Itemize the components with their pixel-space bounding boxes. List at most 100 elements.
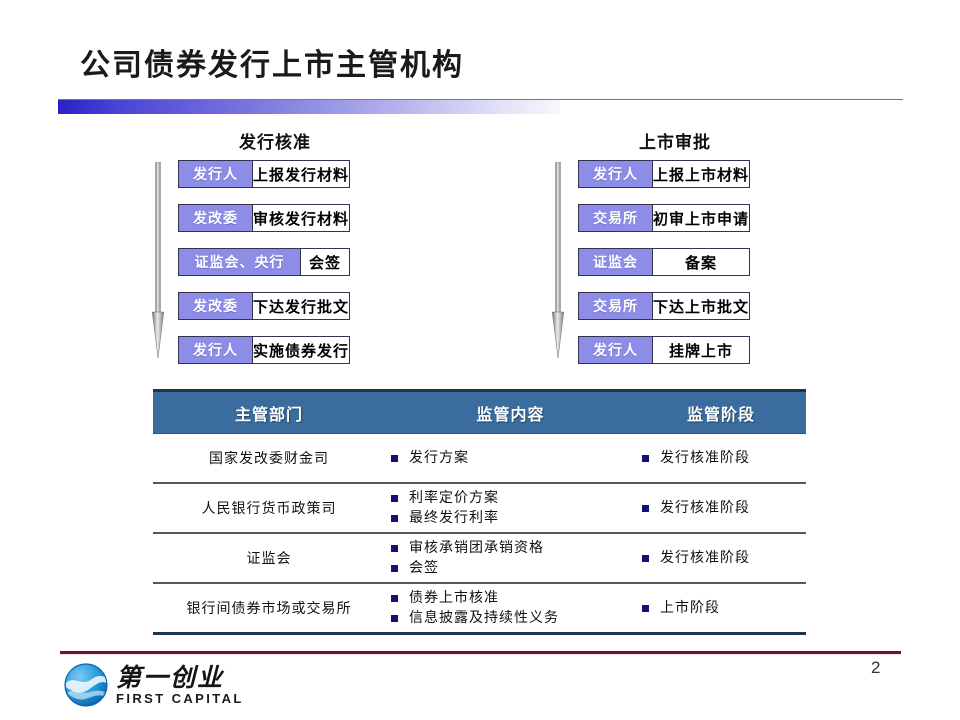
flowchart-rows: 发行人 上报上市材料 交易所 初审上市申请 证监会 备案 交易所 下达上市批文 … [578,160,751,364]
flow-step-action: 上报上市材料 [653,165,750,184]
column-header-dept: 主管部门 [234,405,303,424]
flow-step-actor: 发行人 [179,161,253,187]
flow-step-action: 备案 [685,253,718,272]
flow-step-action: 初审上市申请 [653,209,750,228]
flow-step-action: 下达上市批文 [653,297,750,316]
flow-step-action: 审核发行材料 [253,209,350,228]
table-row: 证监会 审核承销团承销资格 会签 发行核准阶段 [153,534,806,584]
list-item: 债券上市核准 [391,588,636,608]
list-item-label: 最终发行利率 [409,510,499,526]
list-item: 发行核准阶段 [642,548,806,568]
square-bullet-icon [391,495,398,502]
cell-stage: 上市阶段 [636,598,806,618]
footer-rule-highlight [60,654,901,655]
square-bullet-icon [642,605,649,612]
flow-step-action: 会签 [309,253,342,272]
table-row: 国家发改委财金司 发行方案 发行核准阶段 [153,434,806,484]
flow-step-action: 实施债券发行 [253,341,350,360]
list-item-label: 利率定价方案 [409,490,499,506]
cell-stage: 发行核准阶段 [636,448,806,468]
flowchart-rows: 发行人 上报发行材料 发改委 审核发行材料 证监会、央行 会签 发改委 下达发行… [178,160,351,364]
square-bullet-icon [391,565,398,572]
cell-dept: 证监会 [246,551,292,567]
list-item-label: 发行核准阶段 [660,500,750,516]
table-row: 人民银行货币政策司 利率定价方案 最终发行利率 发行核准阶段 [153,484,806,534]
list-item-label: 发行核准阶段 [660,550,750,566]
square-bullet-icon [642,455,649,462]
cell-stage: 发行核准阶段 [636,498,806,518]
flow-step: 发行人 挂牌上市 [578,336,751,364]
cell-dept: 国家发改委财金司 [209,451,329,467]
flow-step-actor: 证监会、央行 [179,249,301,275]
footer-rule [60,651,901,654]
column-header-content: 监管内容 [476,405,545,424]
square-bullet-icon [642,555,649,562]
regulator-table: 主管部门 监管内容 监管阶段 国家发改委财金司 发行方案 发行核准阶段 人民银行… [153,389,806,635]
flow-step: 交易所 下达上市批文 [578,292,751,320]
list-item: 审核承销团承销资格 [391,538,636,558]
flow-step-action: 上报发行材料 [253,165,350,184]
list-item: 上市阶段 [642,598,806,618]
list-item-label: 发行核准阶段 [660,450,750,466]
flow-step-actor: 发行人 [579,161,653,187]
square-bullet-icon [642,505,649,512]
list-item-label: 发行方案 [409,450,469,466]
cell-content: 审核承销团承销资格 会签 [385,538,636,578]
logo-name-en: FIRST CAPITAL [116,690,244,706]
table-top-border [153,389,806,392]
page-number: 2 [871,658,881,677]
list-item: 发行方案 [391,448,636,468]
logo-text: 第一创业 FIRST CAPITAL [116,662,244,706]
list-item: 最终发行利率 [391,508,636,528]
flowchart-title: 发行核准 [239,133,311,153]
square-bullet-icon [391,615,398,622]
cell-stage: 发行核准阶段 [636,548,806,568]
flow-step: 证监会 备案 [578,248,751,276]
flow-step-actor: 证监会 [579,249,653,275]
flowchart-title: 上市审批 [639,133,711,153]
flow-step: 证监会、央行 会签 [178,248,351,276]
square-bullet-icon [391,515,398,522]
list-item-label: 审核承销团承销资格 [409,540,544,556]
square-bullet-icon [391,455,398,462]
flow-step-actor: 发改委 [179,293,253,319]
flow-step: 发行人 上报发行材料 [178,160,351,188]
list-item-label: 债券上市核准 [409,590,499,606]
cell-content: 利率定价方案 最终发行利率 [385,488,636,528]
cell-dept: 银行间债券市场或交易所 [186,601,352,617]
flow-step: 交易所 初审上市申请 [578,204,751,232]
page-title: 公司债券发行上市主管机构 [80,48,464,83]
flow-step-actor: 交易所 [579,205,653,231]
column-header-stage: 监管阶段 [686,405,755,424]
list-item: 发行核准阶段 [642,498,806,518]
square-bullet-icon [391,545,398,552]
cell-dept: 人民银行货币政策司 [201,501,337,517]
logo-name-cn: 第一创业 [116,662,225,692]
flow-step-actor: 发改委 [179,205,253,231]
down-arrow-icon [551,162,565,358]
flow-step: 发行人 实施债券发行 [178,336,351,364]
flow-step-action: 挂牌上市 [669,341,734,360]
list-item: 利率定价方案 [391,488,636,508]
list-item-label: 信息披露及持续性义务 [409,610,559,626]
flow-step-actor: 交易所 [579,293,653,319]
flow-step-actor: 发行人 [579,337,653,363]
flow-step: 发改委 下达发行批文 [178,292,351,320]
cell-content: 债券上市核准 信息披露及持续性义务 [385,588,636,628]
down-arrow-icon [151,162,165,358]
cell-content: 发行方案 [385,448,636,468]
square-bullet-icon [391,595,398,602]
list-item: 发行核准阶段 [642,448,806,468]
flow-step: 发改委 审核发行材料 [178,204,351,232]
flow-step-actor: 发行人 [179,337,253,363]
table-row: 银行间债券市场或交易所 债券上市核准 信息披露及持续性义务 上市阶段 [153,584,806,635]
globe-icon [64,663,108,707]
title-rule [58,99,903,100]
title-accent-bar [58,100,560,114]
list-item-label: 会签 [409,560,439,576]
table-header-row: 主管部门 监管内容 监管阶段 [153,392,806,434]
flowchart-listing-approval: 上市审批 发行人 上报上市材料 交易所 初审上市申请 证监会 [550,128,800,378]
list-item-label: 上市阶段 [660,600,720,616]
list-item: 信息披露及持续性义务 [391,608,636,628]
